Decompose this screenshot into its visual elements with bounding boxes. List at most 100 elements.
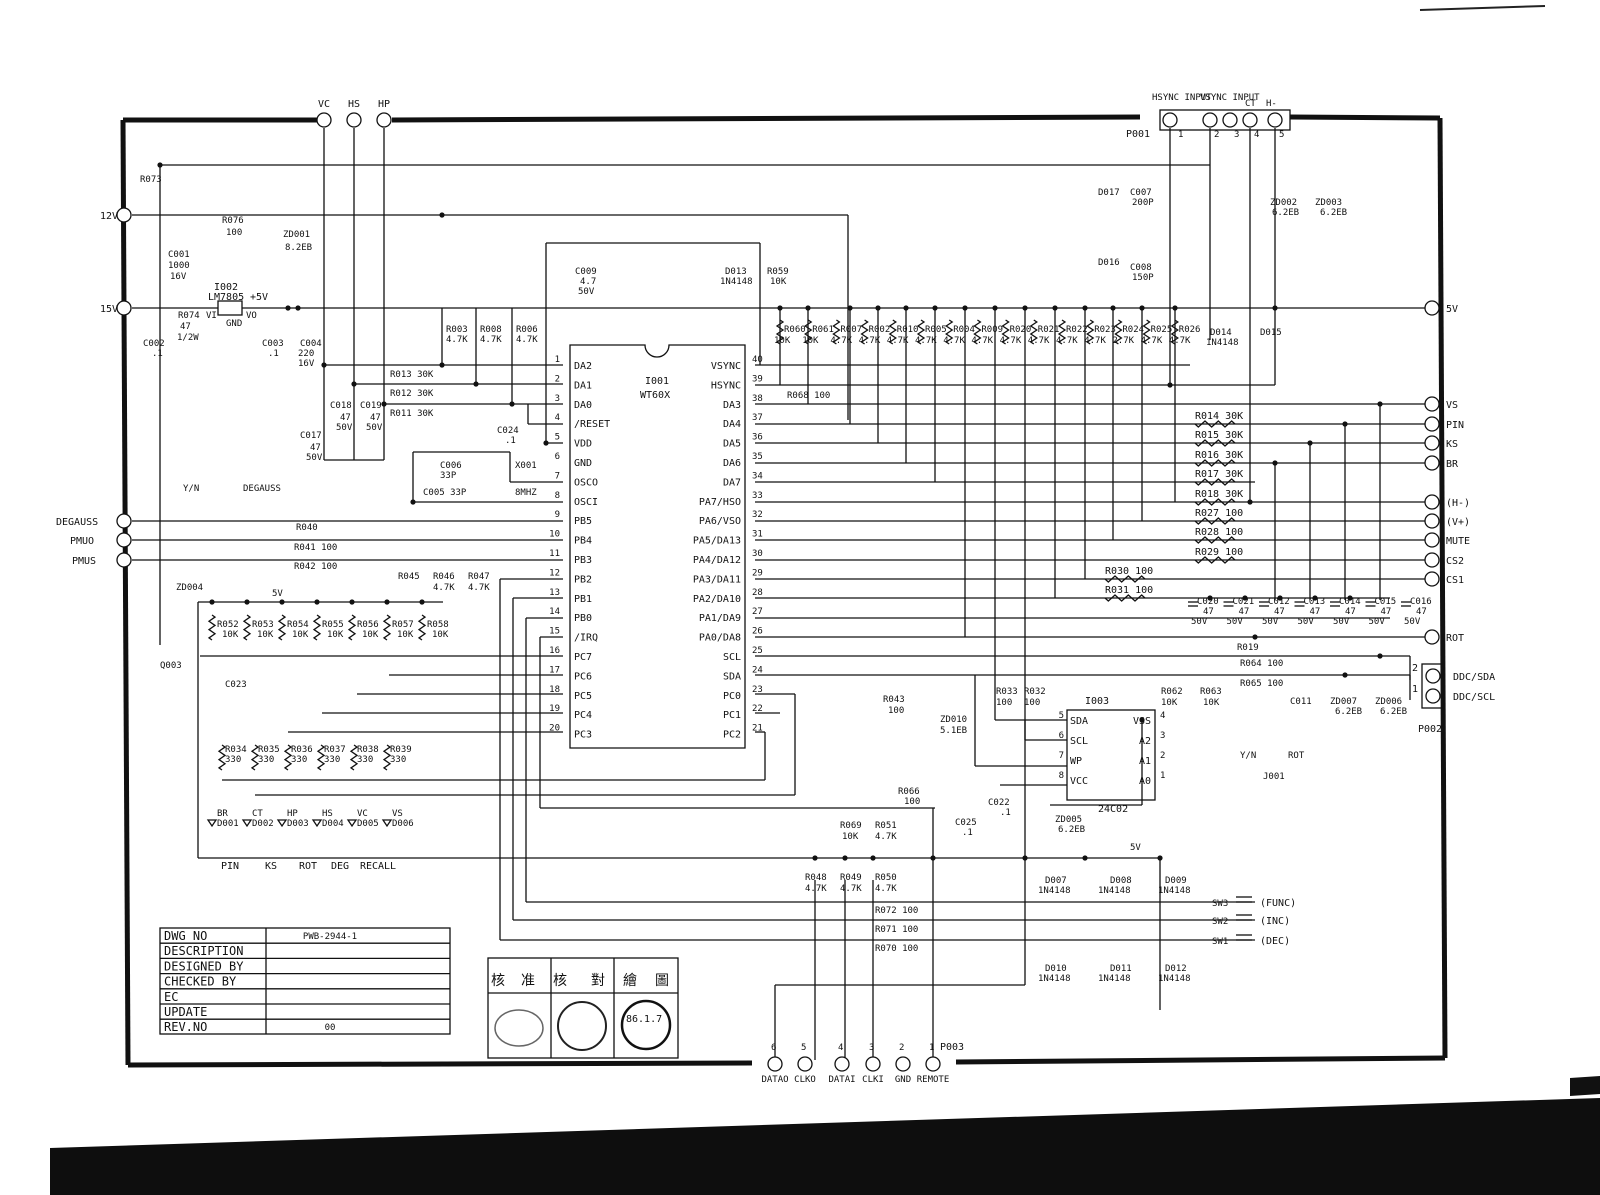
component-label: 10K: [1203, 698, 1220, 708]
component-label: C024: [497, 426, 519, 436]
resistor-ref: R007: [840, 325, 862, 335]
junction-dot: [509, 401, 515, 407]
mcu-pin-number: 21: [752, 724, 763, 734]
eeprom-pin-number: 8: [1059, 771, 1064, 781]
junction-dot: [1022, 855, 1028, 861]
component-label: 4.7K: [468, 583, 490, 593]
title-row-label: UPDATE: [164, 1005, 207, 1019]
led-icon: [346, 819, 358, 828]
resistor-value: 330: [258, 755, 274, 765]
switch-function: (INC): [1260, 916, 1290, 927]
mcu-pin-name: DA7: [723, 477, 741, 488]
mcu-pin-number: 24: [752, 665, 763, 675]
component-label: 6.2EB: [1272, 208, 1299, 218]
mcu-pin-name: VDD: [574, 439, 592, 450]
port-terminal-degauss: [116, 513, 132, 529]
port-terminal-vc: [316, 112, 332, 128]
component-label: 4.7K: [875, 884, 897, 894]
eeprom-pin-name: WP: [1070, 756, 1082, 767]
connector-p002: 2 1 P002: [1412, 663, 1445, 735]
eeprom-pin-name: A0: [1139, 776, 1151, 787]
mcu-pin-name: PB0: [574, 613, 592, 624]
junction-dot: [384, 599, 390, 605]
junction-dot: [1242, 595, 1248, 601]
resistor-symbol: [283, 744, 293, 771]
component-label: ZD004: [176, 583, 203, 593]
cap-ref: C016: [1410, 597, 1432, 607]
resistor-ref: R036: [291, 745, 313, 755]
resistor-value: 10K: [257, 630, 274, 640]
mcu-pin-number: 30: [752, 549, 763, 559]
regulator-out: +5V: [250, 292, 268, 303]
component-label: R066: [898, 787, 920, 797]
scan-band-bottom: [50, 1098, 1600, 1195]
title-row-label: DWG NO: [164, 929, 207, 943]
port-label: DEGAUSS: [56, 517, 98, 528]
mcu-pin-number: 23: [752, 685, 763, 695]
led-resistors: R034330R035330R036330R037330R038330R0393…: [217, 744, 412, 771]
junction-dot: [244, 599, 250, 605]
port-terminal-pmus: [116, 552, 132, 568]
component-label: R049: [840, 873, 862, 883]
component-label: ZD007: [1330, 697, 1357, 707]
resistor-value: 10K: [222, 630, 239, 640]
resistor-value: 4.7K: [1000, 336, 1022, 346]
junction-dot: [439, 362, 445, 368]
mcu-pin-name: DA3: [723, 400, 741, 411]
junction-dot: [870, 855, 876, 861]
stamp-date: 86.1.7: [626, 1014, 662, 1025]
mcu-pin-number: 40: [752, 355, 763, 365]
port-terminal: [1424, 552, 1440, 568]
cap-value: 47: [1381, 607, 1392, 617]
resistor-label: R028 100: [1195, 527, 1243, 538]
junction-dot: [1157, 855, 1163, 861]
component-label: 100: [904, 797, 920, 807]
p001-ref: P001: [1126, 129, 1150, 140]
cap-value: 47: [1203, 607, 1214, 617]
component-label: 10K: [842, 832, 859, 842]
resistor-ref: R026: [1179, 325, 1201, 335]
component-label: ZD002: [1270, 198, 1297, 208]
resistor-ref: R058: [427, 620, 449, 630]
led-label: VC: [357, 809, 368, 819]
led-ref: D004: [322, 819, 344, 829]
component-label: D015: [1260, 328, 1282, 338]
junction-dot: [157, 162, 163, 168]
p001-pin-number: 5: [1279, 130, 1284, 140]
mcu-pin-number: 31: [752, 530, 763, 540]
bottom-function-label: KS: [265, 861, 277, 872]
junction-dot: [1342, 421, 1348, 427]
regulator-i002: I002 LM7805 VI VO GND +5V: [206, 282, 268, 329]
component-label: C004: [300, 339, 322, 349]
port-terminal: [1424, 513, 1440, 529]
eeprom-pin-number: 1: [1160, 771, 1165, 781]
resistor-ref: R009: [981, 325, 1003, 335]
component-label: 4.7K: [805, 884, 827, 894]
resistor-symbol: [217, 744, 227, 771]
p003-ref: P003: [940, 1042, 964, 1053]
component-label: 100: [226, 228, 242, 238]
resistor-symbol: [860, 319, 869, 345]
component-label: 16V: [170, 272, 187, 282]
resistor-value: 4.7K: [830, 336, 852, 346]
junction-dot: [1307, 440, 1313, 446]
eeprom-pin-name: A2: [1139, 736, 1151, 747]
resistor-symbol: [1057, 319, 1067, 345]
resistor-symbol: [832, 319, 841, 345]
p001-label: VSYNC INPUT: [1200, 93, 1260, 103]
junction-dot: [962, 305, 968, 311]
p003-pin: [834, 1056, 850, 1072]
mcu-pin-number: 1: [555, 355, 560, 365]
component-label: R012 30K: [390, 389, 434, 399]
eeprom-part: 24C02: [1098, 804, 1128, 815]
component-label: C019: [360, 401, 382, 411]
p003-pin: [925, 1056, 941, 1072]
mcu-pin-number: 38: [752, 394, 763, 404]
port-label: KS: [1446, 439, 1458, 450]
component-label: 5V: [1130, 843, 1141, 853]
resistor-ref: R010: [897, 325, 919, 335]
eeprom-pins: 5SDA6SCL7WP8VCC4VSS3A22A11A0: [1059, 711, 1166, 787]
junction-dot: [1272, 305, 1278, 311]
